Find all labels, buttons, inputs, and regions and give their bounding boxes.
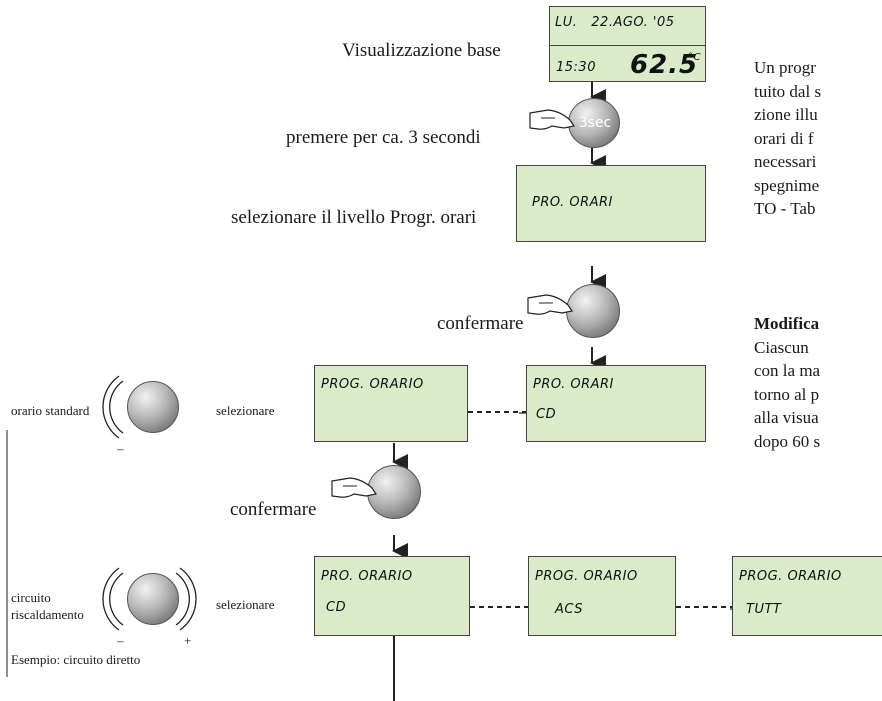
side-line: alla visua [754, 408, 819, 427]
lcd-temperature: 62.5 [630, 50, 699, 80]
side-line: orari di f [754, 128, 814, 148]
lcd-pro-orario-text: PRO. ORARIO [321, 569, 413, 584]
label-select-1: selezionare [216, 403, 275, 418]
side-line: spegnime [754, 175, 820, 195]
label-confirm-2: confermare [230, 499, 317, 520]
side-line: Ciascun [754, 337, 809, 357]
label-press-3s: premere per ca. 3 secondi [286, 127, 481, 148]
label-select-2: selezionare [216, 597, 275, 612]
control-knob-standard-time[interactable] [127, 381, 179, 433]
control-knob-circuit[interactable] [127, 573, 179, 625]
lcd-prog-orario-tutt: PROG. ORARIO TUTT [732, 556, 882, 636]
label-select-level: selezionare il livello Progr. orari [231, 207, 477, 228]
scale-arc-bottom-right [179, 567, 197, 631]
lcd-base-view: LU. 22.AGO. '05 15:30 62.5 °C [549, 6, 706, 82]
hand-icon-2 [527, 294, 573, 315]
lcd-prog-orario3-text: PROG. ORARIO [739, 569, 842, 584]
side-line: dopo 60 s [754, 431, 821, 451]
lcd-pro-orari-text: PRO. ORARI [533, 377, 614, 392]
lcd-prog-orario-standard: PROG. ORARIO [314, 365, 468, 442]
lcd-divider [550, 45, 705, 46]
lcd-prog-orario2-text: PROG. ORARIO [535, 569, 638, 584]
lcd-prog-orario-text: PROG. ORARIO [321, 377, 424, 392]
label-standard-time: orario standard [11, 403, 90, 418]
knob-3sec-label: 3sec [578, 115, 612, 131]
label-base-view: Visualizzazione base [342, 40, 501, 61]
side-line: torno al p [754, 384, 820, 404]
lcd-menu-text: PRO. ORARI [532, 195, 613, 210]
hand-icon-1 [529, 109, 575, 130]
side-line: TO - Tab [754, 199, 816, 218]
lcd-acs-text: ACS [555, 602, 583, 617]
side-line: con la ma [754, 361, 821, 380]
lcd-cd-text: CD [536, 407, 557, 422]
lcd-cd2-text: CD [326, 600, 347, 615]
lcd-prog-orario-acs: PROG. ORARIO ACS [528, 556, 676, 636]
minus-sign-1: – [117, 441, 124, 456]
side-line: necessari [754, 152, 817, 171]
lcd-menu-level: PRO. ORARI [516, 165, 706, 242]
side-line: Un progr [754, 58, 816, 77]
minus-sign-2: – [117, 633, 124, 648]
side-paragraph-1: Un progr tuito dal s zione illu orari di… [754, 56, 882, 221]
side-paragraph-2: Modifica Ciascun con la ma torno al p al… [754, 312, 882, 453]
lcd-tutt-text: TUTT [746, 602, 782, 617]
hand-icon-3 [331, 477, 377, 498]
lcd-pro-orari-cd: PRO. ORARI CD [526, 365, 706, 442]
label-confirm-1: confermare [437, 313, 524, 334]
label-example: Esempio: circuito diretto [11, 652, 141, 667]
lcd-date: LU. 22.AGO. '05 [555, 15, 675, 30]
label-circuit: circuito riscaldamento [11, 590, 84, 622]
scale-arc-bottom-left [102, 567, 120, 631]
side-heading: Modifica [754, 314, 820, 333]
control-knob-3sec[interactable]: 3sec [568, 98, 620, 148]
control-knob-confirm-1[interactable] [566, 284, 620, 338]
plus-sign: + [184, 633, 192, 648]
lcd-temp-unit: °C [688, 52, 701, 63]
scale-arc-top-left [102, 375, 120, 439]
side-line: zione illu [754, 105, 818, 124]
lcd-pro-orario-cd: PRO. ORARIO CD [314, 556, 470, 636]
side-line: tuito dal s [754, 81, 822, 101]
lcd-time: 15:30 [556, 60, 596, 75]
